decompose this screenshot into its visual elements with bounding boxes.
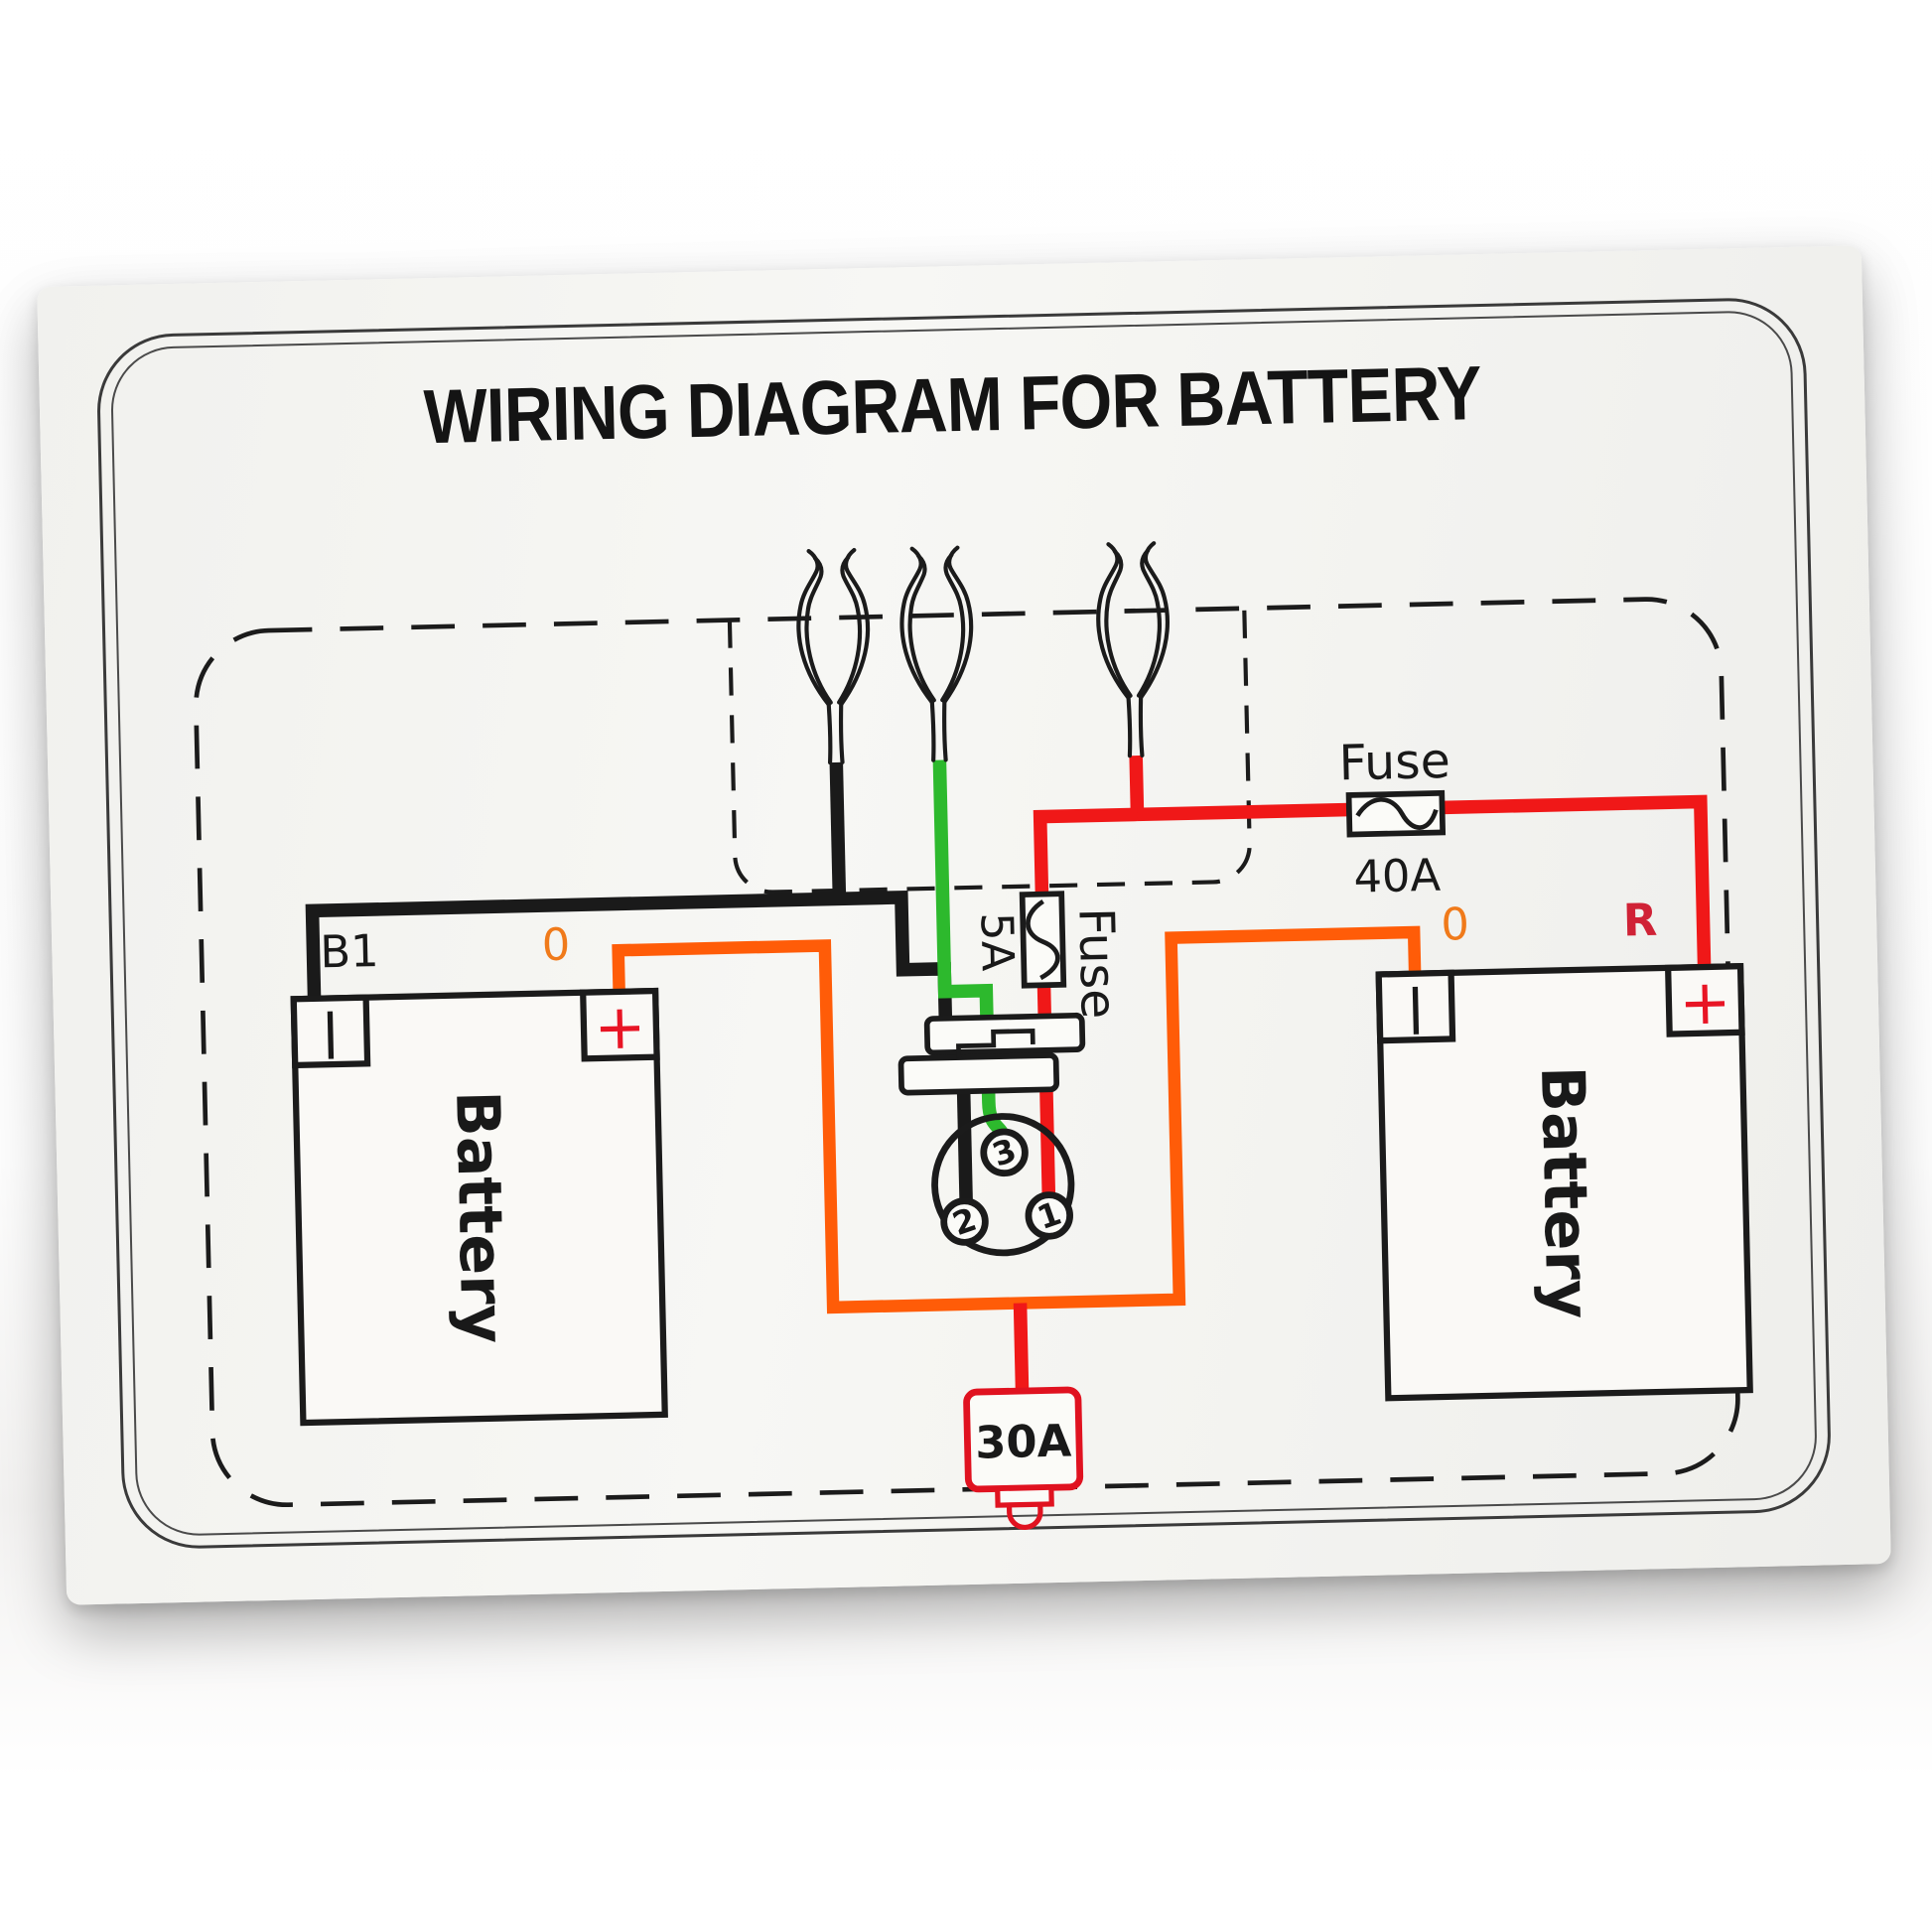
right-battery-label: Battery: [1527, 1065, 1602, 1319]
fuse-40a-symbol: [1345, 789, 1447, 838]
fuse-40a-wave-icon: [1355, 797, 1439, 830]
connector-block-latch-icon: [956, 1028, 1035, 1058]
right-r-label: R: [1622, 894, 1658, 947]
connector-pocket-dashed-box: [727, 608, 1252, 895]
switch-terminal-1: [1025, 1191, 1073, 1240]
connector-block-lower: [897, 1052, 1060, 1096]
page-title-text: WIRING DIAGRAM FOR BATTERY: [422, 350, 1482, 461]
page-title: WIRING DIAGRAM FOR BATTERY: [39, 341, 1865, 471]
sticker-content: WIRING DIAGRAM FOR BATTERY: [37, 245, 1891, 1604]
breaker-30a-hook-icon: [1006, 1504, 1043, 1530]
right-zero-label: 0: [1441, 897, 1470, 951]
fuse-40a-rating: 40A: [1353, 849, 1442, 903]
wiring-sticker: WIRING DIAGRAM FOR BATTERY: [37, 245, 1891, 1605]
wire-black-to-terminal-2: [956, 1091, 973, 1203]
left-battery-neg-mark: |: [322, 1005, 341, 1059]
left-zero-label: 0: [541, 918, 571, 972]
connector-block-upper: [923, 1012, 1086, 1056]
switch-terminal-3: [980, 1128, 1029, 1177]
breaker-30a-rating: 30A: [975, 1414, 1072, 1468]
fuse-5a-label: Fuse: [1067, 907, 1127, 1020]
left-battery-neg-terminal: [290, 994, 371, 1069]
bullet-connector-black: [796, 547, 871, 765]
wire-red-to-5a-fuse: [1033, 807, 1138, 897]
bullet-connector-red: [1096, 541, 1170, 759]
left-battery-body: [290, 987, 668, 1427]
wire-red-drop-to-30a: [1013, 1303, 1030, 1392]
right-battery-neg-mark: |: [1407, 980, 1426, 1035]
right-battery-pos-terminal: [1664, 963, 1745, 1037]
wiring-diagram: 30A | + | + Battery Battery: [194, 541, 1753, 1530]
bullet-connector-green: [899, 545, 974, 762]
left-battery-pos-terminal: [580, 987, 660, 1062]
right-battery-neg-terminal: [1375, 969, 1456, 1044]
fuse-5a-wave-icon: [1026, 898, 1060, 981]
fuse-5a-rating: 5A: [971, 911, 1025, 972]
breaker-30a-tab: [995, 1484, 1054, 1508]
fuse-40a-label: Fuse: [1338, 733, 1450, 792]
ignition-switch-circle: [931, 1113, 1075, 1257]
wire-red-40a-to-right-battery: [1137, 794, 1712, 968]
right-battery-pos-mark: +: [1678, 965, 1731, 1038]
left-battery-label: Battery: [442, 1090, 517, 1344]
wire-orange-zero-rail: [612, 925, 1422, 1314]
wire-black-connector-stub: [829, 761, 847, 899]
switch-terminal-2: [940, 1197, 989, 1246]
right-battery-body: [1375, 963, 1753, 1402]
left-battery-pos-mark: +: [593, 990, 646, 1063]
left-battery-wire-label: B1: [320, 924, 379, 978]
